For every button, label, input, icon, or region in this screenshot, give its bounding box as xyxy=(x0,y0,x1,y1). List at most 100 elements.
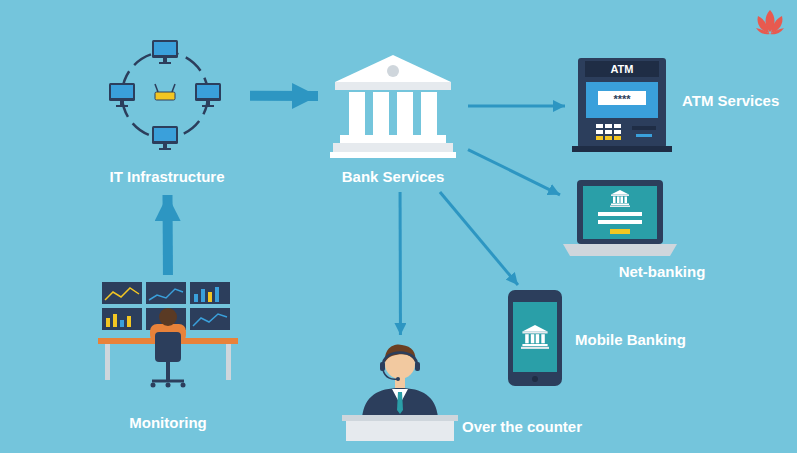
atm-machine xyxy=(636,134,652,137)
monitoring-desk xyxy=(190,282,230,304)
monitoring-desk xyxy=(146,282,186,304)
node-label: ATM Services xyxy=(682,92,779,110)
atm-machine xyxy=(572,58,672,152)
monitoring-desk xyxy=(159,308,177,326)
node-label: Monitoring xyxy=(129,414,206,432)
laptop xyxy=(577,180,663,244)
monitoring-desk xyxy=(155,332,181,362)
monitoring-desk xyxy=(120,320,124,327)
bank-icon xyxy=(373,92,389,135)
atm-machine xyxy=(605,124,612,128)
monitoring-desk xyxy=(151,383,156,388)
atm-machine xyxy=(585,61,659,77)
bank-icon xyxy=(333,143,453,152)
monitoring-desk xyxy=(166,383,171,388)
monitoring-desk xyxy=(105,344,110,380)
service-arrow xyxy=(399,192,402,335)
network-icon xyxy=(155,84,158,92)
monitoring-desk xyxy=(102,282,142,304)
mobile-phone xyxy=(513,302,557,372)
monitoring-desk xyxy=(127,316,131,327)
pin-text: **** xyxy=(613,94,630,105)
sign-text: ATM xyxy=(610,64,633,75)
laptop xyxy=(598,220,642,224)
flow-arrow xyxy=(250,91,318,101)
monitoring-desk xyxy=(105,288,139,300)
network-icon xyxy=(109,83,135,107)
netbanking-node: Net-banking xyxy=(560,175,715,285)
infrastructure-node: IT Infrastructure xyxy=(85,35,250,195)
network-icon xyxy=(155,92,175,100)
atm-machine xyxy=(596,136,603,140)
atm-machine xyxy=(596,124,603,128)
network-icon xyxy=(152,126,178,150)
atm-machine xyxy=(572,146,672,152)
atm-machine xyxy=(578,58,666,148)
mobile-phone xyxy=(508,290,562,386)
bank-node: Bank Services xyxy=(318,55,468,192)
brand-logo xyxy=(756,10,784,34)
monitoring-desk xyxy=(194,294,198,302)
bank-icon xyxy=(335,55,451,82)
bank-icon xyxy=(330,152,456,158)
monitoring-desk xyxy=(193,314,227,326)
atm-machine xyxy=(586,82,658,118)
bank-icon xyxy=(421,92,437,135)
counter-agent xyxy=(383,370,397,379)
bank-icon xyxy=(330,55,456,158)
monitoring-desk xyxy=(190,308,230,330)
counter-agent xyxy=(346,421,454,441)
laptop xyxy=(563,180,677,256)
monitoring-desk xyxy=(215,287,219,302)
atm-machine xyxy=(614,136,621,140)
monitoring-desk xyxy=(201,289,205,302)
network-icon xyxy=(172,84,175,92)
counter-agent xyxy=(396,377,400,381)
mobile-phone xyxy=(521,325,549,349)
brand-logo xyxy=(770,28,784,34)
bank-icon xyxy=(335,82,451,90)
node-label: Net-banking xyxy=(619,263,706,281)
node-label: IT Infrastructure xyxy=(109,168,224,186)
monitoring-desk xyxy=(208,292,212,302)
service-arrow xyxy=(468,104,565,107)
atm-machine xyxy=(598,91,646,105)
atm-node: ATM Services xyxy=(565,52,791,152)
atm-machine xyxy=(632,126,656,130)
monitoring-desk xyxy=(98,282,238,388)
laptop xyxy=(610,229,630,234)
laptop xyxy=(610,190,630,207)
service-arrow xyxy=(468,150,560,195)
monitoring-node: Monitoring xyxy=(90,275,245,440)
mobile-phone xyxy=(508,290,562,386)
monitoring-desk xyxy=(106,318,110,327)
counter-agent xyxy=(380,362,385,371)
bank-icon xyxy=(387,65,399,77)
counter-agent xyxy=(383,353,417,367)
bank-icon xyxy=(397,92,413,135)
network-icon xyxy=(195,83,221,107)
brand-logo xyxy=(756,28,770,34)
monitoring-desk xyxy=(149,289,183,300)
laptop xyxy=(598,212,642,216)
atm-machine xyxy=(596,130,603,134)
bank-icon xyxy=(340,135,446,143)
atm-machine xyxy=(614,124,621,128)
laptop xyxy=(563,244,677,256)
flow-arrow xyxy=(163,195,173,275)
network-icon xyxy=(152,40,178,64)
monitoring-desk xyxy=(226,344,231,380)
counter-agent xyxy=(415,362,420,371)
counter-node: Over the counter xyxy=(340,335,592,445)
service-arrow xyxy=(440,192,518,285)
bank-icon xyxy=(349,92,365,135)
mobile-phone xyxy=(532,376,538,382)
atm-machine xyxy=(605,130,612,134)
monitoring-desk xyxy=(166,362,170,380)
atm-machine xyxy=(605,136,612,140)
node-label: Mobile Banking xyxy=(575,331,686,349)
network-icon xyxy=(109,40,221,150)
